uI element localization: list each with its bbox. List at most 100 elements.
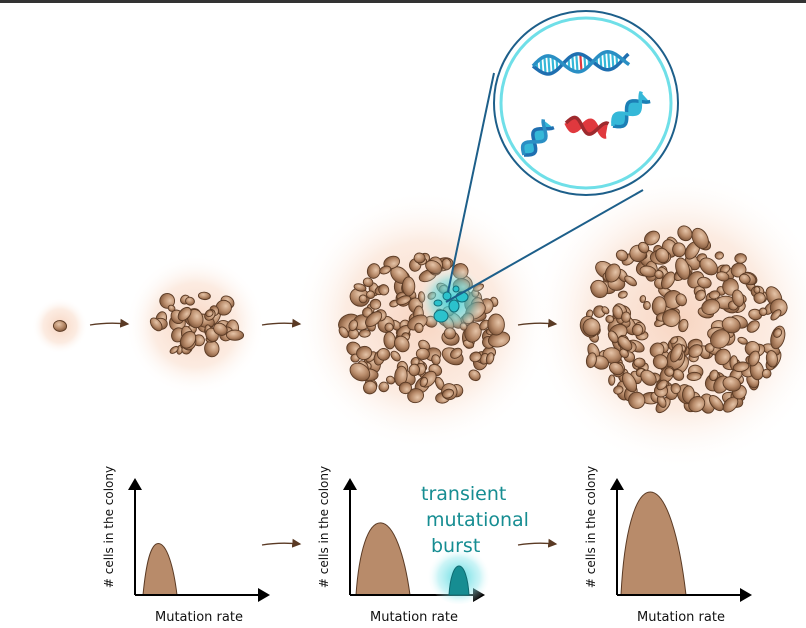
dna-base-pair [571, 55, 575, 72]
cell [585, 352, 597, 369]
cell [469, 351, 482, 363]
cell [52, 320, 68, 332]
distribution-peak [142, 542, 178, 596]
cell [414, 322, 424, 334]
dna-strand [531, 50, 631, 74]
cell [468, 369, 481, 382]
cell [378, 381, 390, 393]
x-axis-arrow [258, 588, 270, 602]
cell [396, 295, 411, 306]
cell [686, 371, 702, 381]
y-axis-label: # cells in the colony [102, 466, 116, 588]
cell [622, 372, 637, 393]
cell [615, 249, 629, 262]
dna-base-pair [570, 117, 576, 132]
cell [714, 251, 724, 260]
cell [485, 352, 495, 365]
cell [701, 298, 721, 315]
cell [419, 376, 428, 388]
cell [362, 277, 374, 288]
dna-base-pair [522, 144, 535, 155]
cell [633, 357, 646, 368]
cell [398, 381, 412, 395]
cell [631, 323, 644, 337]
dna-base-pair [603, 122, 608, 138]
cell [770, 309, 782, 321]
cell [748, 350, 760, 367]
cell [639, 295, 647, 303]
dna-base-pair [572, 117, 577, 132]
cell [408, 363, 421, 377]
cell [670, 343, 683, 363]
magnifier-callout-icon [493, 10, 679, 196]
cell [415, 347, 430, 360]
cell [608, 374, 616, 386]
cell [677, 225, 693, 242]
cell [714, 348, 731, 366]
cell [177, 306, 192, 322]
cell [369, 298, 382, 310]
dna-base-pair [607, 51, 611, 70]
cell [731, 289, 745, 307]
cell [709, 369, 719, 382]
dna-base-pair [547, 55, 551, 74]
cell [356, 345, 373, 361]
cell-colony-icon [149, 291, 245, 358]
cell [688, 344, 703, 358]
cell [761, 368, 772, 379]
dna-helix-icon [520, 50, 651, 157]
cell [358, 329, 371, 338]
burst-label-line: mutational [426, 509, 529, 531]
cell [654, 269, 664, 280]
cell [378, 284, 390, 296]
cell [732, 361, 750, 373]
cell [384, 322, 394, 332]
cell [149, 317, 163, 332]
dna-base-pair [551, 56, 555, 73]
cell [607, 330, 619, 344]
cell [353, 283, 367, 292]
cell [737, 336, 748, 345]
burst-label-line: transient [421, 483, 506, 505]
cell [628, 391, 646, 409]
cell [601, 306, 610, 315]
dna-base-pair [611, 52, 615, 69]
cell [753, 292, 766, 304]
callout-line-lower [445, 189, 644, 303]
cell [185, 296, 195, 306]
cell [613, 385, 624, 395]
dna-base-pair [575, 53, 579, 72]
dna-strand [520, 119, 548, 156]
cell [624, 275, 637, 287]
top-bar [0, 0, 806, 3]
cell [722, 376, 742, 392]
cell [205, 309, 214, 318]
y-axis-arrow [128, 478, 142, 490]
dna-base-pair [522, 143, 536, 154]
dna-base-pair [614, 113, 626, 126]
cell [758, 307, 768, 317]
cell [365, 311, 383, 328]
dna-base-pair [615, 112, 627, 125]
cell [661, 271, 676, 290]
cell [699, 257, 718, 276]
dna-base-pair [543, 56, 547, 74]
cell [656, 379, 668, 391]
dna-strand [564, 115, 610, 136]
y-axis-arrow [610, 478, 624, 490]
cell [649, 342, 665, 358]
burst-label-line: burst [431, 535, 480, 557]
cell [688, 395, 706, 413]
cell [664, 367, 675, 377]
cell [695, 289, 706, 301]
cell-colony-icon [52, 320, 68, 332]
dna-helix-icon [564, 115, 610, 139]
cell [652, 354, 668, 370]
callout-line-upper [447, 72, 495, 293]
cell [670, 383, 681, 395]
cell [708, 290, 721, 300]
cell [675, 257, 691, 280]
cell [765, 350, 778, 368]
dna-base-pair [613, 115, 624, 127]
